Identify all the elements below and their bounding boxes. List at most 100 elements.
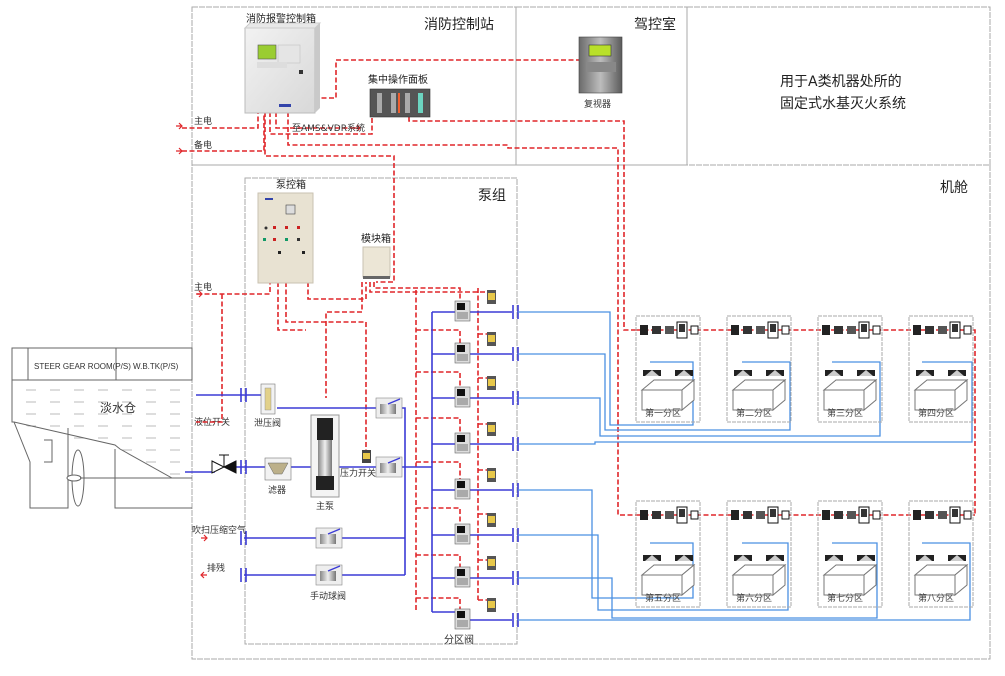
- ams-vdr-label: 至AMS&VDR系统: [292, 122, 365, 134]
- pressure-switch: [487, 422, 496, 436]
- module-icon: [963, 510, 972, 520]
- module-icon: [781, 510, 790, 520]
- section-valve: [454, 523, 471, 545]
- pump-control-box-label: 泵控箱: [276, 178, 306, 191]
- fire-control-station-title: 消防控制站: [424, 17, 494, 33]
- power-arrows: [176, 122, 361, 579]
- arrow-icon: [350, 124, 361, 132]
- signal-lines: [182, 59, 976, 612]
- arrow-icon: [176, 122, 183, 130]
- sensor-t-icon: [938, 326, 947, 334]
- sensor-t-icon: [756, 326, 765, 334]
- zone-section: 第八分区: [908, 500, 974, 608]
- sensor-s-icon: [834, 511, 843, 519]
- main-power-label: 主电: [194, 115, 212, 127]
- system-title-line1: 用于A类机器处所的: [780, 74, 902, 90]
- section-valve: [454, 608, 471, 630]
- ball-valves: [315, 397, 403, 586]
- arrow-icon: [176, 147, 183, 155]
- pressure-switch: [487, 556, 496, 570]
- nozzle-icon: [734, 555, 752, 561]
- section-valve: [454, 342, 471, 364]
- sensor-s-icon: [743, 326, 752, 334]
- module-icon: [963, 325, 972, 335]
- main-pump-label: 主泵: [316, 500, 334, 512]
- nozzle-icon: [857, 370, 875, 376]
- main-pump: [310, 414, 340, 498]
- sensor-t-icon: [756, 511, 765, 519]
- zone-label: 第五分区: [645, 592, 681, 604]
- smoke-detector-icon: [731, 325, 739, 335]
- pump-main-power-label: 主电: [194, 281, 212, 293]
- tank-outlet-valve: [211, 454, 237, 474]
- smoke-detector-icon: [913, 325, 921, 335]
- nozzle-icon: [948, 555, 966, 561]
- pressure-switch: [487, 598, 496, 612]
- pump-set-title: 泵组: [478, 188, 506, 204]
- zone-section: 第六分区: [726, 500, 792, 608]
- nozzle-icon: [766, 370, 784, 376]
- pressure-switch: [487, 376, 496, 390]
- section-valves: [454, 290, 496, 630]
- pressure-switch: [487, 513, 496, 527]
- nozzle-icon: [734, 370, 752, 376]
- zone-section: 第三分区: [817, 315, 883, 423]
- sensor-s-icon: [925, 326, 934, 334]
- zone-section: 第四分区: [908, 315, 974, 423]
- sensor-s-icon: [834, 326, 843, 334]
- fresh-water-tank-label: 淡水仓: [100, 401, 136, 415]
- nozzle-icon: [857, 555, 875, 561]
- module-icon: [781, 325, 790, 335]
- pressure-switch: [487, 332, 496, 346]
- sensor-t-icon: [938, 511, 947, 519]
- nozzle-icon: [766, 555, 784, 561]
- fire-alarm-panel-label: 消防报警控制箱: [246, 12, 316, 25]
- sensor-s-icon: [652, 511, 661, 519]
- system-title-line2: 固定式水基灭火系统: [780, 95, 906, 112]
- zone-section: 第七分区: [817, 500, 883, 608]
- nozzle-icon: [643, 370, 661, 376]
- repeater-label: 复视器: [584, 98, 611, 110]
- zone-label: 第二分区: [736, 407, 772, 419]
- module-icon: [872, 510, 881, 520]
- filter: [264, 457, 292, 481]
- pump-set-boundary: [244, 177, 518, 645]
- nozzle-icon: [675, 555, 693, 561]
- module-box-label: 模块箱: [361, 232, 391, 245]
- module-icon: [872, 325, 881, 335]
- hull-section: [11, 347, 193, 509]
- sensor-t-icon: [665, 326, 674, 334]
- zone-label: 第一分区: [645, 407, 681, 419]
- zone-label: 第四分区: [918, 407, 954, 419]
- water-pipes: [185, 311, 512, 621]
- sensor-t-icon: [665, 511, 674, 519]
- ball-valve: [315, 564, 343, 586]
- module-icon: [690, 510, 699, 520]
- relief-valve: [260, 383, 276, 415]
- pressure-switch: [362, 450, 371, 463]
- zone-section: 第一分区: [635, 315, 701, 423]
- sensor-s-icon: [925, 511, 934, 519]
- sensor-s-icon: [652, 326, 661, 334]
- sensor-t-icon: [847, 511, 856, 519]
- section-valve: [454, 566, 471, 588]
- section-valve: [454, 432, 471, 454]
- pressure-switch: [487, 468, 496, 482]
- central-operation-panel-label: 集中操作面板: [368, 73, 428, 86]
- module-icon: [690, 325, 699, 335]
- zone-pipes: [518, 311, 973, 621]
- section-valve: [454, 478, 471, 500]
- section-valve: [454, 300, 471, 322]
- zone-label: 第七分区: [827, 592, 863, 604]
- engine-room-title: 机舱: [940, 180, 968, 196]
- smoke-detector-icon: [731, 510, 739, 520]
- ball-valve: [315, 527, 343, 549]
- nozzle-icon: [643, 555, 661, 561]
- zones: 第一分区 第二分区 第三分区第四分区第五分区 第六分区第七分区 第八分区: [635, 315, 974, 608]
- filter-label: 滤器: [268, 484, 286, 496]
- nozzle-icon: [825, 370, 843, 376]
- bridge-title: 驾控室: [634, 16, 676, 33]
- zone-label: 第八分区: [918, 592, 954, 604]
- pump-control-box: [257, 192, 314, 284]
